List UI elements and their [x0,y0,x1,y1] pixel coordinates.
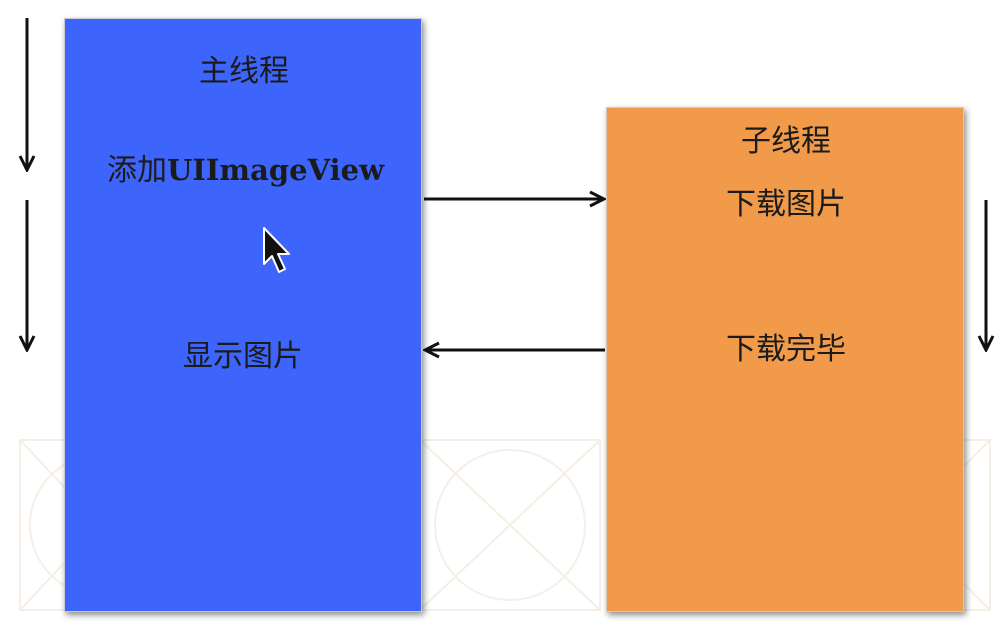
add-imageview-step-prefix: 添加 [107,153,167,188]
main-thread-box: 主线程 添加UIImageView 显示图片 [64,18,422,612]
download-image-step: 下载图片 [726,187,846,222]
download-done-step: 下载完毕 [726,332,846,367]
add-imageview-step: 添加UIImageView [107,156,384,186]
main-thread-title: 主线程 [199,54,289,89]
add-imageview-step-class: UIImageView [167,153,385,187]
sub-thread-title: 子线程 [741,124,831,159]
show-image-step: 显示图片 [183,339,303,374]
sub-thread-box: 子线程 下载图片 下载完毕 [606,107,964,612]
mouse-pointer-icon [263,227,290,273]
